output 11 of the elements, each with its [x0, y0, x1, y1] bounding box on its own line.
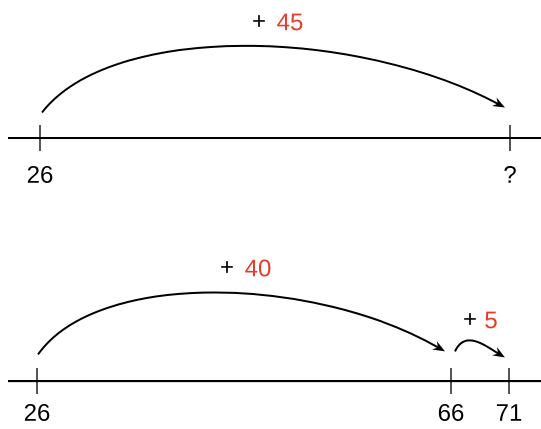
- plus-sign: +: [221, 261, 233, 273]
- number-label: 71: [496, 404, 522, 421]
- number-label: ?: [504, 166, 516, 183]
- edge-label: 5: [485, 312, 497, 328]
- plus-sign: +: [464, 313, 476, 325]
- plus-sign: +: [253, 15, 265, 27]
- number-label: 26: [24, 404, 50, 421]
- number-label: 26: [28, 166, 52, 183]
- edge-label: 40: [245, 260, 270, 276]
- number-label: 66: [438, 404, 464, 421]
- edge-label: 45: [277, 14, 302, 30]
